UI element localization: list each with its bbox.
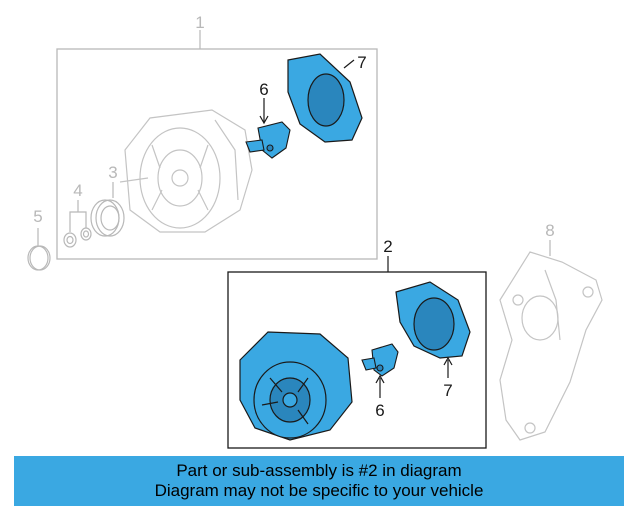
callout-6-bottom: 6 [375,401,384,420]
callout-4: 4 [73,181,82,200]
alternator-assembly [239,331,353,441]
assembly-2-frame [227,271,487,449]
pulley-part-3 [90,199,125,237]
info-banner: Part or sub-assembly is #2 in diagram Di… [14,456,624,506]
callout-5: 5 [33,207,42,226]
parts-diagram: 1 3 4 5 6 [27,13,603,449]
faded-alternator [119,109,253,233]
banner-line-1: Part or sub-assembly is #2 in diagram [176,461,462,480]
regulator-top [245,121,291,159]
banner-line-2: Diagram may not be specific to your vehi… [154,481,484,500]
callout-7-top: 7 [357,53,366,72]
assembly-1-frame [56,48,378,260]
callout-8: 8 [545,221,554,240]
rear-cover-bottom [395,281,471,359]
callout-2: 2 [383,237,392,256]
callout-7-bottom: 7 [443,381,452,400]
rear-cover-top [287,53,363,143]
regulator-bottom [361,343,399,377]
nut-part-4 [63,227,92,248]
bracket-part-8 [499,251,603,441]
cap-part-5 [27,245,51,271]
callout-1: 1 [195,13,204,32]
callout-3: 3 [108,163,117,182]
callout-6-top: 6 [259,80,268,99]
